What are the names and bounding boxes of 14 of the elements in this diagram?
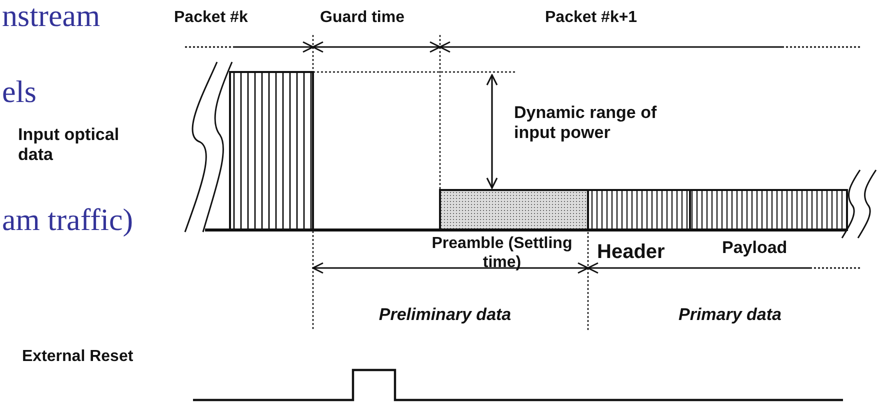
- slide-text: am traffic): [2, 204, 134, 235]
- segment-label: Header: [597, 240, 665, 264]
- dimension-label: Primary data: [678, 305, 782, 326]
- slide-text: els: [2, 76, 36, 107]
- signal-label: External Reset: [22, 347, 134, 366]
- dimension-label: Guard time: [320, 8, 404, 28]
- annotation-text: Dynamic range of input power: [514, 103, 658, 144]
- dimension-label: Packet #k: [174, 8, 248, 28]
- dimension-label: Preliminary data: [378, 305, 512, 326]
- segment-label: Payload: [722, 238, 788, 258]
- signal-label: Input optical data: [18, 125, 120, 166]
- dimension-label: Packet #k+1: [545, 8, 638, 28]
- segment-label: Preamble (Settling time): [430, 234, 574, 272]
- slide-text: nstream: [2, 0, 100, 31]
